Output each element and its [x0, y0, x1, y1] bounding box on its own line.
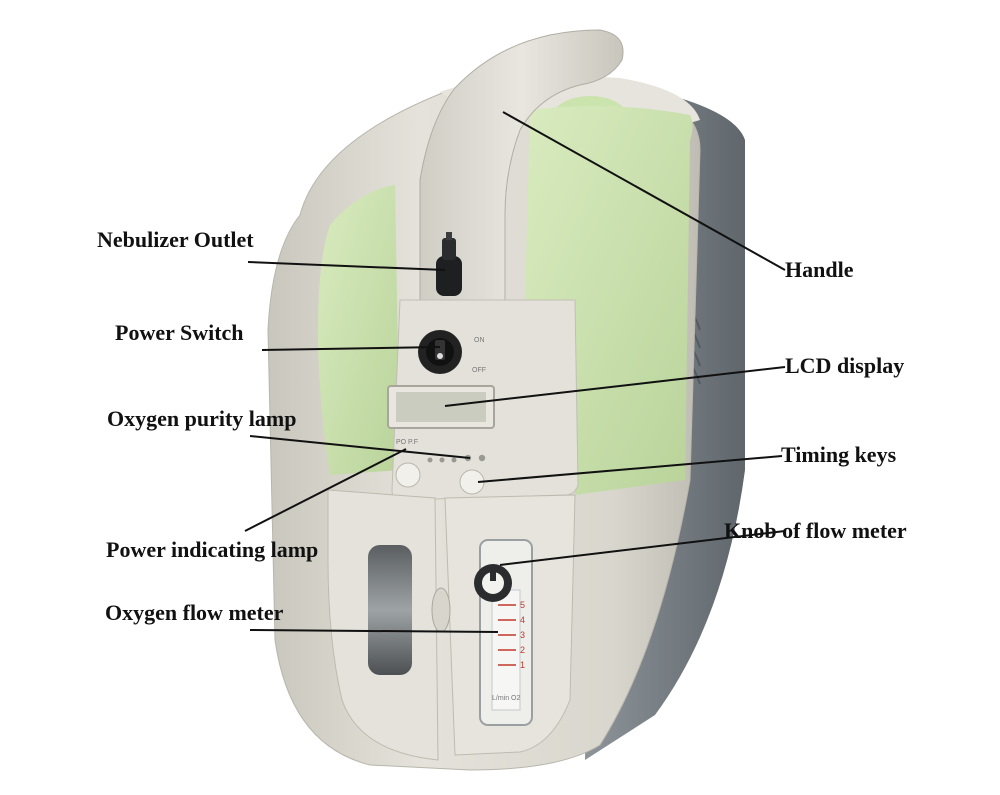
- scale-5: 5: [520, 600, 525, 610]
- power-switch: ON OFF: [418, 330, 486, 374]
- green-accent-right: [525, 106, 693, 495]
- leader-nebulizer: [247, 261, 446, 271]
- green-accent-left: [318, 185, 400, 475]
- label-power-switch: Power Switch: [115, 320, 244, 345]
- timing-keys: [395, 462, 485, 495]
- leader-flow-meter: [249, 629, 499, 633]
- leader-handle: [502, 111, 786, 271]
- switch-off-text: OFF: [472, 367, 486, 374]
- label-knob-of-flow-meter: Knob of flow meter: [724, 518, 907, 543]
- label-oxygen-purity-lamp: Oxygen purity lamp: [107, 406, 297, 431]
- leader-lcd: [444, 366, 786, 407]
- leader-knob: [499, 530, 786, 566]
- label-handle: Handle: [785, 257, 854, 282]
- leader-power-switch: [261, 346, 441, 351]
- label-lcd-display: LCD display: [785, 353, 905, 378]
- scale-3: 3: [520, 630, 525, 640]
- door-latch: [431, 587, 451, 633]
- leader-timing: [477, 455, 783, 483]
- scale-2: 2: [520, 645, 525, 655]
- scale-4: 4: [520, 615, 525, 625]
- lcd-display: [387, 385, 495, 429]
- tube-caption: L/min O2: [492, 695, 521, 702]
- lamp-labels-text: PO P.F: [396, 439, 418, 446]
- indicator-lamps: [427, 454, 486, 463]
- door-window: [368, 545, 412, 675]
- leader-purity-lamp: [249, 435, 471, 459]
- flow-knob: [474, 564, 512, 602]
- nebulizer-outlet: [436, 232, 462, 296]
- switch-on-text: ON: [474, 337, 485, 344]
- scale-1: 1: [520, 660, 525, 670]
- leader-lines: [244, 111, 786, 633]
- label-nebulizer-outlet: Nebulizer Outlet: [97, 227, 254, 252]
- label-oxygen-flow-meter: Oxygen flow meter: [105, 600, 284, 625]
- label-power-indicating-lamp: Power indicating lamp: [106, 537, 319, 562]
- leader-power-lamp: [244, 448, 407, 532]
- label-timing-keys: Timing keys: [781, 442, 897, 467]
